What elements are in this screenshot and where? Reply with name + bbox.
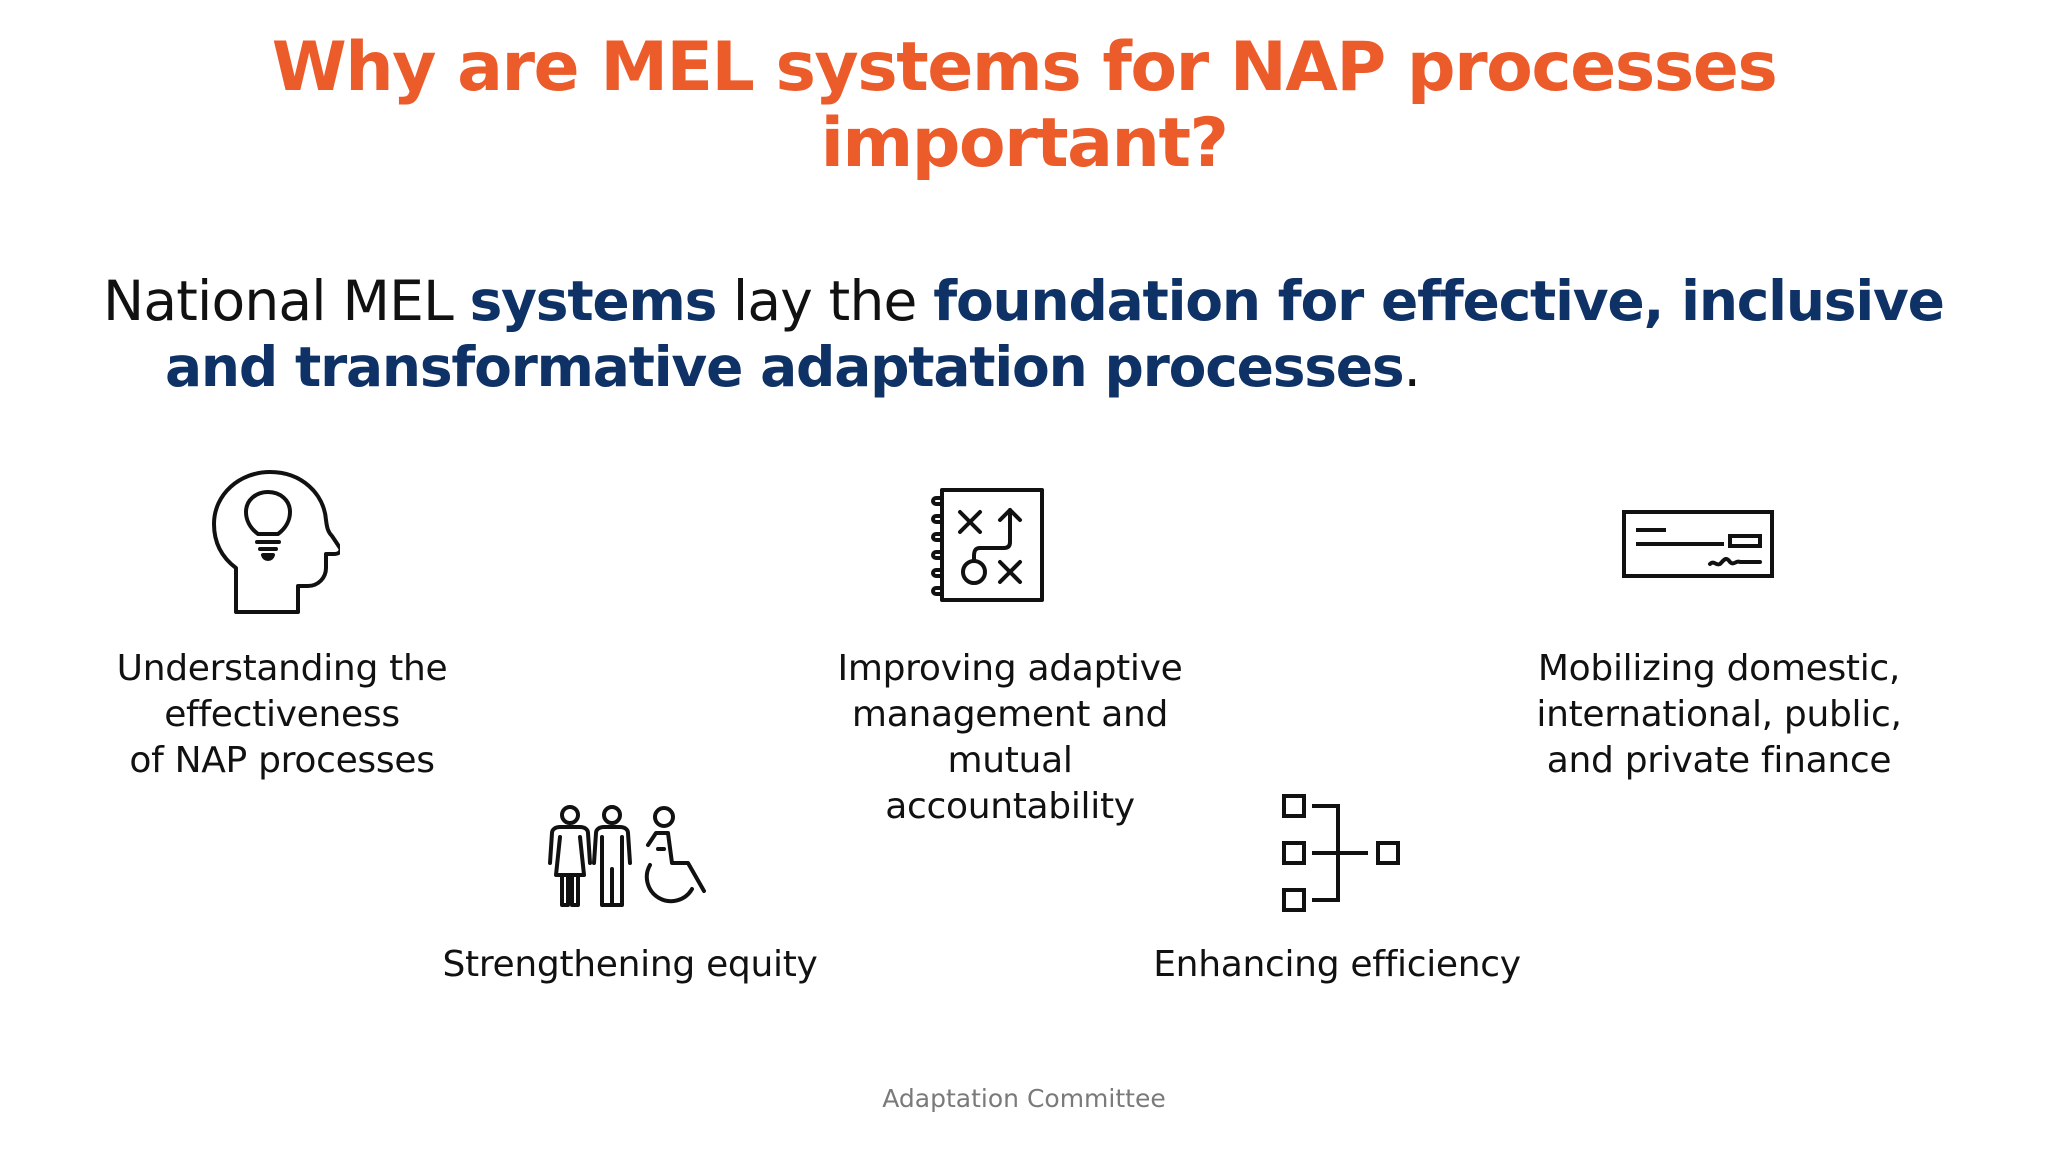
lead-statement: National MEL systems lay the foundation … — [103, 268, 2003, 400]
hierarchy-flow-icon — [1280, 792, 1404, 914]
cheque-icon — [1620, 508, 1776, 580]
label-line: Mobilizing domestic, — [1537, 648, 1901, 689]
label-line: mutual — [947, 740, 1073, 781]
item-label-equity: Strengthening equity — [442, 942, 817, 988]
label-line: management and — [851, 694, 1169, 735]
slide-title: Why are MEL systems for NAP processes im… — [0, 30, 2048, 182]
lead-emphasis-processes: and transformative adaptation processes — [165, 335, 1405, 399]
label-line: and private finance — [1546, 740, 1892, 781]
item-label-improving: Improving adaptive management and mutual… — [838, 646, 1183, 830]
title-line-2: important? — [820, 104, 1229, 183]
footer-organization: Adaptation Committee — [882, 1084, 1166, 1113]
head-lightbulb-icon — [212, 468, 340, 616]
lead-line-2: and transformative adaptation processes. — [103, 334, 2003, 400]
item-label-understanding: Understanding the effectiveness of NAP p… — [117, 646, 448, 784]
lead-period: . — [1403, 335, 1421, 399]
label-line: accountability — [885, 786, 1135, 827]
strategy-notebook-icon — [928, 486, 1046, 604]
label-line: Strengthening equity — [442, 944, 818, 985]
label-line: Improving adaptive — [837, 648, 1183, 689]
label-line: effectiveness — [164, 694, 400, 735]
label-line: Enhancing efficiency — [1153, 944, 1521, 985]
lead-emphasis-foundation: foundation for effective, inclusive — [933, 269, 1945, 333]
title-line-1: Why are MEL systems for NAP processes — [271, 28, 1778, 107]
label-line: international, public, — [1536, 694, 1902, 735]
people-equity-icon — [546, 803, 714, 907]
lead-emphasis-systems: systems — [469, 269, 718, 333]
label-line: of NAP processes — [129, 740, 435, 781]
item-label-efficiency: Enhancing efficiency — [1153, 942, 1521, 988]
item-label-mobilizing: Mobilizing domestic, international, publ… — [1536, 646, 1902, 784]
lead-text: lay the — [716, 269, 934, 333]
lead-text: National MEL — [103, 269, 470, 333]
label-line: Understanding the — [116, 648, 448, 689]
